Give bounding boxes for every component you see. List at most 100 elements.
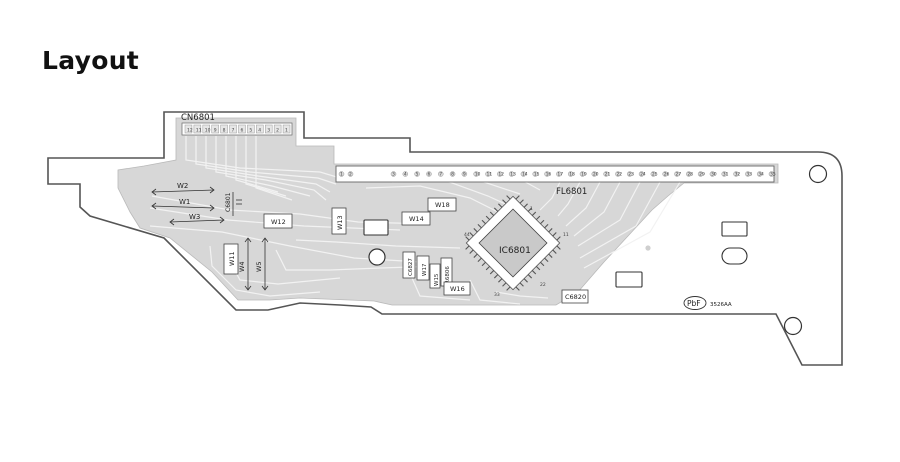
- display-pin-number: 1: [340, 172, 343, 178]
- display-pin-pad: [721, 171, 727, 177]
- display-pin-pad: [603, 171, 609, 177]
- jumper-label: W2: [177, 182, 188, 190]
- display-pin-number: 16: [546, 172, 552, 178]
- ic-pin-mark: 1: [530, 206, 533, 212]
- connector-pin-pad: [202, 124, 210, 134]
- display-pin-pad: [497, 171, 503, 177]
- display-pin-pad: [733, 171, 739, 177]
- ic-ic6801: IC6801 1 11 22 33 44: [464, 195, 569, 298]
- ic-pin: [493, 274, 499, 279]
- jumper-w12: W12: [263, 213, 293, 229]
- capacitor-c6820: C6820: [561, 289, 589, 304]
- ic-pin: [469, 232, 474, 237]
- jumper-label: W14: [409, 215, 424, 223]
- connector-label: CN6801: [181, 113, 215, 123]
- via-dot: [645, 245, 651, 251]
- connector-pin-number: 5: [249, 128, 252, 134]
- connector-pin-pad: [282, 124, 291, 134]
- ic-pin: [540, 261, 545, 267]
- ic-pin: [502, 282, 507, 287]
- board-code: 3526AA: [710, 302, 732, 308]
- connector-pin-number: 1: [285, 128, 288, 134]
- ic-pin: [469, 249, 474, 254]
- connector-pin-number: 4: [258, 128, 261, 134]
- display-pin-pad: [686, 171, 692, 177]
- connector-pin-number: 3: [267, 128, 270, 134]
- display-pin-pad: [544, 171, 550, 177]
- oval-slot: [721, 247, 748, 265]
- ic-pin: [535, 265, 541, 271]
- display-pin-number: 5: [416, 172, 419, 178]
- display-pin-pad: [532, 171, 538, 177]
- display-pin-number: 29: [699, 172, 705, 178]
- ic-pin: [498, 278, 503, 283]
- ic-pins: [465, 195, 561, 291]
- display-pin-pad: [662, 171, 668, 177]
- display-pin-number: 30: [711, 172, 717, 178]
- ic-pin: [465, 236, 470, 241]
- jumper-label: W4: [238, 261, 246, 272]
- display-pin-pad: [650, 171, 657, 177]
- slot-cutouts: [363, 219, 748, 288]
- ic-pin: [489, 270, 495, 275]
- connector-pin-pad: [193, 124, 202, 134]
- display-pin-pad: [461, 171, 468, 177]
- mounting-hole: [808, 164, 828, 184]
- display-pin-pad: [709, 171, 716, 177]
- ic-pin: [481, 219, 486, 225]
- display-pin-number: 11: [487, 172, 493, 178]
- ic-pin: [535, 215, 541, 221]
- display-pin-number: 8: [451, 172, 454, 178]
- display-pin-number: 28: [687, 172, 693, 178]
- connector-pin-pad: [247, 124, 255, 134]
- jumper-label: W18: [435, 201, 450, 209]
- copper-fill-region: [117, 117, 779, 306]
- ic-pin: [527, 207, 533, 212]
- jumper-w3: W3: [169, 213, 225, 226]
- mounting-holes: [368, 164, 828, 336]
- display-pin-number: 20: [593, 172, 599, 178]
- connector-pin-number: 7: [232, 128, 235, 134]
- ic-pin: [519, 199, 524, 204]
- display-pin-number: 31: [723, 172, 729, 178]
- mounting-hole: [368, 248, 386, 266]
- display-pin-pad: [347, 171, 354, 177]
- display-pin-number: 3: [392, 172, 395, 178]
- connector-pin-pad: [184, 124, 193, 134]
- ic-pin-mark: 22: [540, 282, 546, 288]
- ic-pin: [548, 228, 553, 233]
- connector-pin-number: 9: [214, 128, 217, 134]
- ic-pin-mark: 33: [494, 292, 500, 298]
- ic-pin: [485, 265, 491, 271]
- display-pin-number: 26: [664, 172, 670, 178]
- display-pin-number: 27: [676, 172, 682, 178]
- display-pin-number: 35: [770, 172, 776, 178]
- display-pin-pad: [745, 171, 751, 177]
- display-pin-number: 24: [640, 172, 646, 178]
- display-pin-number: 19: [581, 172, 587, 178]
- rect-slot: [363, 219, 389, 236]
- display-pin-pad: [768, 171, 775, 177]
- display-pin-number: 7: [439, 172, 442, 178]
- connector-pin-pad: [238, 124, 246, 134]
- display-pin-number: 14: [522, 172, 528, 178]
- display-pin-pad: [473, 171, 479, 177]
- mounting-hole: [783, 316, 803, 336]
- ic-pin: [531, 211, 537, 216]
- display-pin-pad: [556, 171, 562, 177]
- ic-pin: [515, 286, 520, 291]
- display-pin-number: 2: [349, 172, 352, 178]
- jumper-label: W3: [189, 213, 200, 221]
- ic-pin: [523, 203, 528, 208]
- jumper-label: W5: [255, 261, 263, 272]
- page-title: Layout: [42, 46, 140, 75]
- display-pin-number: 22: [616, 172, 622, 178]
- display-pin-number: 17: [557, 172, 563, 178]
- ic-pin: [502, 199, 507, 204]
- ic-label: IC6801: [499, 246, 531, 256]
- display-pin-number: 6: [427, 172, 430, 178]
- display-pin-number: 4: [404, 172, 407, 178]
